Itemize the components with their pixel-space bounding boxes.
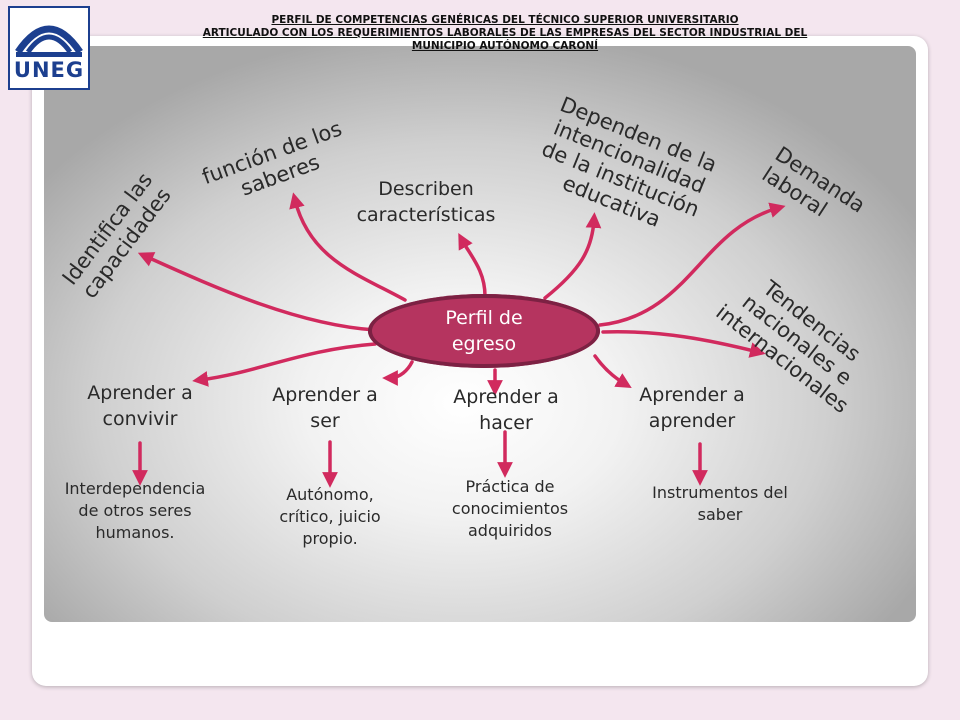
pillar-ser-title-1: Aprender a [272,384,378,406]
pillar-convivir-desc-3: humanos. [95,523,175,542]
pillar-hacer-desc-3: adquiridos [467,521,552,540]
pillar-convivir-title-2: convivir [102,408,178,430]
page-title: PERFIL DE COMPETENCIAS GENÉRICAS DEL TÉC… [120,14,890,53]
pillar-hacer-title: Aprender a hacer [424,384,588,436]
branch-describen-line-2: características [356,204,496,226]
pillar-aprender-title: Aprender a aprender [612,382,772,434]
pillar-hacer-desc: Práctica de conocimientos adquiridos [425,476,595,542]
pillar-convivir-desc-1: Interdependencia [64,479,206,498]
pillar-ser-title: Aprender a ser [245,382,405,434]
arrow-dependen [543,212,602,300]
pillar-aprender-desc: Instrumentos del saber [620,482,820,526]
title-line-1: PERFIL DE COMPETENCIAS GENÉRICAS DEL TÉC… [271,14,739,26]
pillar-convivir-desc: Interdependencia de otros seres humanos. [40,478,230,544]
pillar-convivir-title: Aprender a convivir [60,380,220,432]
pillar-aprender-desc-1: Instrumentos del [652,483,788,502]
pillar-ser-desc-3: propio. [302,529,358,548]
pillar-aprender-title-1: Aprender a [639,384,745,406]
pillar-hacer-title-2: hacer [479,412,533,434]
pillar-ser-desc: Autónomo, crítico, juicio propio. [245,484,415,550]
pillar-hacer-desc-1: Práctica de [465,477,555,496]
pillar-hacer-desc-2: conocimientos [451,499,569,518]
center-node-perfil-egreso: Perfil de egreso [368,294,600,368]
arrow-convivir [192,342,377,387]
branch-describen: Describen características [336,176,516,228]
title-line-2: ARTICULADO CON LOS REQUERIMIENTOS LABORA… [202,27,808,39]
arrow-describen [458,233,487,298]
pillar-ser-desc-1: Autónomo, [286,485,374,504]
pillar-ser-desc-2: crítico, juicio [279,507,381,526]
center-line-2: egreso [451,333,517,355]
arrow-demanda [598,202,786,327]
logo-arch-icon [15,25,83,57]
pillar-convivir-desc-2: de otros seres [78,501,192,520]
pillar-convivir-title-1: Aprender a [87,382,193,404]
pillar-aprender-title-2: aprender [648,410,736,432]
center-line-1: Perfil de [445,307,523,329]
arrow-identifica [137,252,377,332]
logo-text: UNEG [13,58,85,82]
title-line-3: MUNICIPIO AUTÓNOMO CARONÍ [411,40,599,52]
arrow-tendencias [601,329,766,358]
uneg-logo: UNEG [8,6,90,90]
pillar-aprender-desc-2: saber [697,505,743,524]
arrow-aprender [593,354,632,389]
arrow-ser [382,360,414,386]
pillar-hacer-title-1: Aprender a [453,386,559,408]
pillar-ser-title-2: ser [310,410,340,432]
arrow-funcion [289,192,407,302]
branch-describen-line-1: Describen [378,178,474,200]
